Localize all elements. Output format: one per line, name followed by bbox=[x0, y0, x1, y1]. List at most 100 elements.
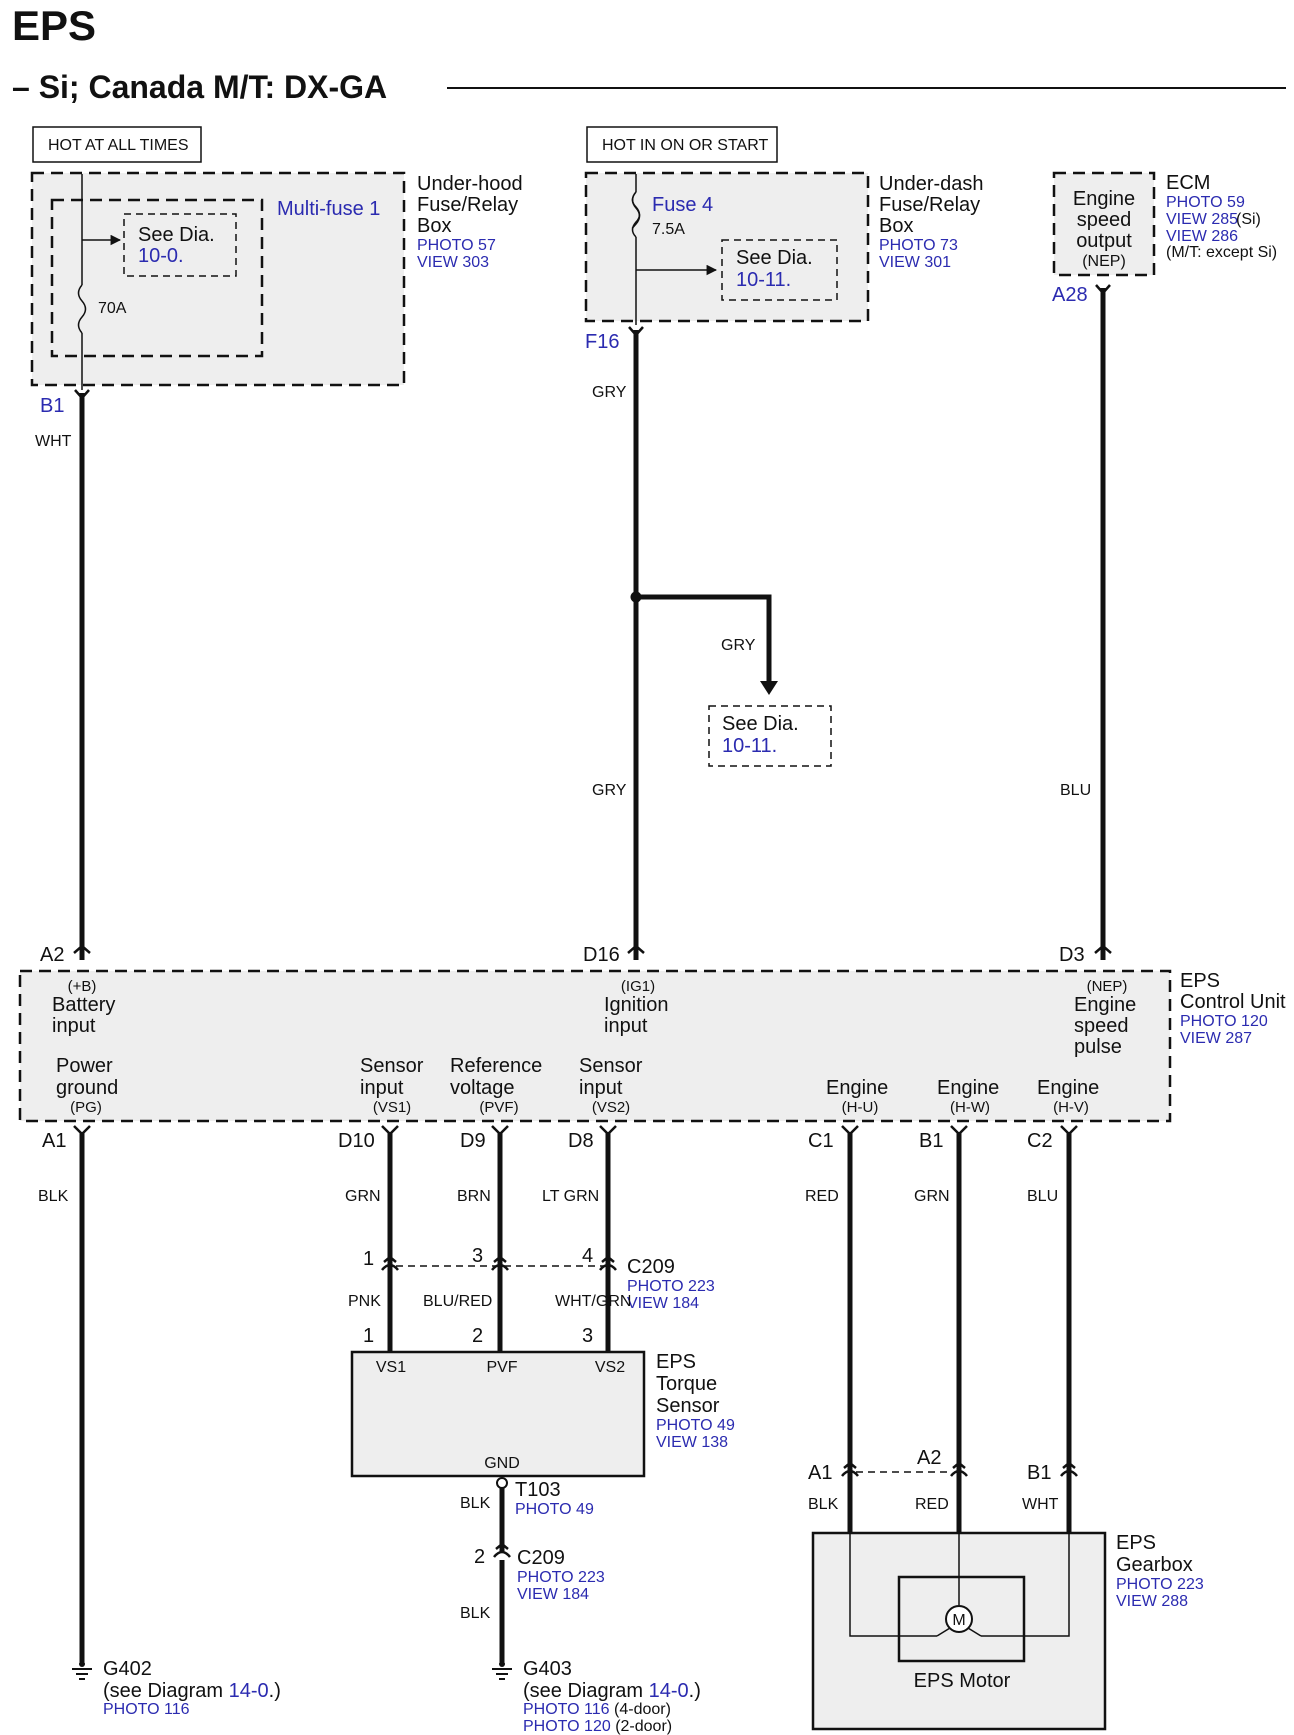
battery-label-1: Battery bbox=[52, 994, 115, 1016]
eps-motor-label: EPS Motor bbox=[914, 1670, 1011, 1692]
wire-color-vs1: GRN bbox=[345, 1188, 381, 1205]
term-d10: D10 bbox=[338, 1130, 375, 1152]
wire-battery-feed bbox=[73, 389, 91, 960]
c209b-pin: 2 bbox=[474, 1546, 485, 1568]
pin-pvf-code: (PVF) bbox=[479, 1099, 518, 1116]
unit-name-2: Control Unit bbox=[1180, 991, 1286, 1013]
fuse-4-symbol bbox=[631, 191, 641, 238]
pin-vs2-code: (VS2) bbox=[592, 1099, 630, 1116]
wire-gry-branch bbox=[630, 591, 778, 695]
svg-text:70A: 70A bbox=[98, 300, 127, 317]
wire-color-pg: BLK bbox=[38, 1188, 69, 1205]
underdash-fuse-box: See Dia. 10-11. Fuse 4 7.5A bbox=[584, 171, 870, 325]
t103-name: T103 bbox=[515, 1479, 561, 1501]
underhood-wire-color: WHT bbox=[35, 433, 72, 450]
underhood-terminal: B1 bbox=[40, 395, 64, 417]
ecm-view-mt: VIEW 286 bbox=[1166, 228, 1238, 245]
torque-name-3: Sensor bbox=[656, 1395, 720, 1417]
page-subtitle: – Si; Canada M/T: DX-GA bbox=[12, 69, 387, 105]
wire-hu bbox=[841, 1125, 859, 1533]
unit-terminal-d16: D16 bbox=[583, 944, 620, 966]
gearbox-photo: PHOTO 223 bbox=[1116, 1576, 1204, 1593]
wire-engine-speed bbox=[1094, 284, 1112, 960]
c209-view: VIEW 184 bbox=[627, 1295, 699, 1312]
term-d9: D9 bbox=[460, 1130, 486, 1152]
c209-photo: PHOTO 223 bbox=[627, 1278, 715, 1295]
ignition-wire-color-lower: GRY bbox=[592, 782, 627, 799]
svg-text:speed: speed bbox=[1077, 209, 1132, 231]
pin-hw-label: Engine bbox=[937, 1077, 999, 1099]
multi-fuse-label: Multi-fuse 1 bbox=[277, 198, 380, 220]
torque-vs1: VS1 bbox=[376, 1359, 406, 1376]
wire-torque-ground bbox=[493, 1477, 511, 1662]
t103-wire: BLK bbox=[460, 1495, 491, 1512]
torque-pin-1: 1 bbox=[363, 1325, 374, 1347]
c209-pin-top-4: 4 bbox=[582, 1245, 593, 1267]
ecm-name: ECM bbox=[1166, 172, 1210, 194]
gearbox-term-a1: A1 bbox=[808, 1462, 832, 1484]
c209-name: C209 bbox=[627, 1256, 675, 1278]
wire-color-hu: RED bbox=[805, 1188, 839, 1205]
term-d8: D8 bbox=[568, 1130, 594, 1152]
svg-text:See Dia.: See Dia. bbox=[722, 713, 799, 735]
t103-photo: PHOTO 49 bbox=[515, 1501, 594, 1518]
ecm-view-si: VIEW 285 bbox=[1166, 211, 1238, 228]
term-a1: A1 bbox=[42, 1130, 66, 1152]
ignition-label-2: input bbox=[604, 1015, 648, 1037]
eps-torque-sensor bbox=[350, 1350, 646, 1478]
hot-at-all-times-label: HOT AT ALL TIMES bbox=[32, 126, 202, 163]
unit-terminal-a2: A2 bbox=[40, 944, 64, 966]
svg-text:(NEP): (NEP) bbox=[1082, 253, 1126, 270]
branch-wire-color: GRY bbox=[721, 637, 756, 654]
pin-vs2-label-2: input bbox=[579, 1077, 623, 1099]
gearbox-view: VIEW 288 bbox=[1116, 1593, 1188, 1610]
ecm-box: Engine speed output (NEP) bbox=[1052, 171, 1156, 277]
underhood-view: VIEW 303 bbox=[417, 254, 489, 271]
term-c1: C1 bbox=[808, 1130, 834, 1152]
underdash-wire-color: GRY bbox=[592, 384, 627, 401]
torque-pin-3: 3 bbox=[582, 1325, 593, 1347]
underdash-name-2: Fuse/Relay bbox=[879, 194, 980, 216]
unit-name-1: EPS bbox=[1180, 970, 1220, 992]
torque-photo: PHOTO 49 bbox=[656, 1417, 735, 1434]
underhood-photo: PHOTO 57 bbox=[417, 237, 496, 254]
wire-color-hv: BLU bbox=[1027, 1188, 1058, 1205]
underdash-photo: PHOTO 73 bbox=[879, 237, 958, 254]
nep-label-2: speed bbox=[1074, 1015, 1129, 1037]
pin-hu-label: Engine bbox=[826, 1077, 888, 1099]
svg-text:HOT AT ALL TIMES: HOT AT ALL TIMES bbox=[48, 137, 189, 154]
ground-g403-icon bbox=[492, 1661, 512, 1680]
torque-name-2: Torque bbox=[656, 1373, 717, 1395]
branch-see-diagram-box: See Dia. 10-11. bbox=[708, 705, 832, 767]
ecm-view-mt-note: (M/T: except Si) bbox=[1166, 244, 1277, 261]
pin-hv-code: (H-V) bbox=[1053, 1099, 1089, 1116]
nep-label-1: Engine bbox=[1074, 994, 1136, 1016]
pin-vs1-label-1: Sensor bbox=[360, 1055, 424, 1077]
underdash-name-1: Under-dash bbox=[879, 173, 984, 195]
c209-connector bbox=[381, 1255, 617, 1271]
svg-text:output: output bbox=[1076, 230, 1132, 252]
pin-vs1-label-2: input bbox=[360, 1077, 404, 1099]
eps-motor-box bbox=[897, 1575, 1026, 1663]
nep-label-3: pulse bbox=[1074, 1036, 1122, 1058]
gearbox-wire-blk: BLK bbox=[808, 1496, 839, 1513]
pin-hw-code: (H-W) bbox=[950, 1099, 990, 1116]
svg-text:Engine: Engine bbox=[1073, 188, 1135, 210]
svg-text:10-11.: 10-11. bbox=[722, 735, 777, 757]
ecm-wire-color: BLU bbox=[1060, 782, 1091, 799]
nep-code: (NEP) bbox=[1087, 978, 1128, 995]
g403-name: G403 bbox=[523, 1658, 572, 1680]
pin-hu-code: (H-U) bbox=[842, 1099, 879, 1116]
wire-hv bbox=[1060, 1125, 1078, 1533]
underhood-name-3: Box bbox=[417, 215, 451, 237]
svg-text:HOT IN ON OR START: HOT IN ON OR START bbox=[602, 137, 768, 154]
pin-hv-label: Engine bbox=[1037, 1077, 1099, 1099]
gearbox-term-a2: A2 bbox=[917, 1447, 941, 1469]
g402-see: (see Diagram 14-0.) bbox=[103, 1680, 281, 1702]
ignition-code: (IG1) bbox=[621, 978, 655, 995]
gearbox-wire-red: RED bbox=[915, 1496, 949, 1513]
c209-pin-top-1: 1 bbox=[363, 1248, 374, 1270]
underdash-terminal: F16 bbox=[585, 331, 619, 353]
ecm-view-si-note: (Si) bbox=[1236, 211, 1261, 228]
underhood-name-1: Under-hood bbox=[417, 173, 523, 195]
